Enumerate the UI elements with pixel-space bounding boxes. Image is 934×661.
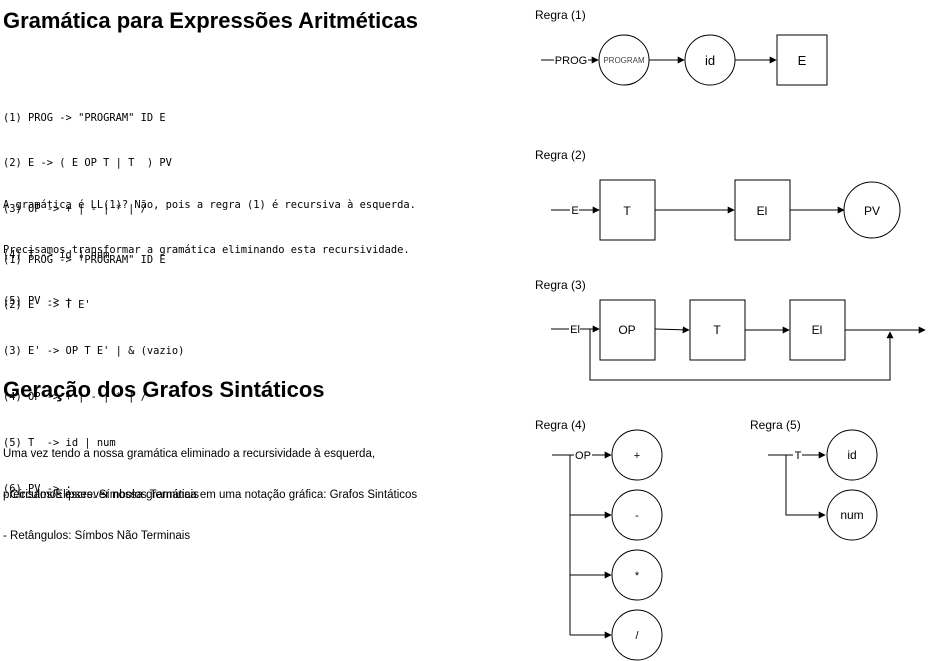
rule-2-label: Regra (2) xyxy=(535,148,586,162)
nonterminal-label: OP xyxy=(618,323,635,337)
nonterminal-el xyxy=(789,299,846,361)
terminal-id xyxy=(826,429,878,481)
rule-5-label: Regra (5) xyxy=(750,418,801,432)
rule-3-graph xyxy=(551,299,926,381)
grammar-line: (1) PROG -> "PROGRAM" ID E xyxy=(3,111,166,124)
nonterminal-label: El xyxy=(757,204,768,218)
note-line: A gramática é LL(1)? Não, pois a regra (… xyxy=(3,198,416,211)
grammar-line: (6) PV -> ; xyxy=(3,483,72,496)
grammar-transformed: (1) PROG -> "PROGRAM" ID E (2) E -> T E'… xyxy=(3,222,184,513)
grammar-line: (3) OP -> + | - | * | / xyxy=(3,203,147,216)
edge xyxy=(654,326,690,334)
terminal-num xyxy=(826,489,878,541)
nonterminal-label: El xyxy=(812,323,823,337)
grammar-line: (4) OP -> + | - | * | / xyxy=(3,391,147,404)
grammar-line: (1) PROG -> "PROGRAM" ID E xyxy=(3,253,166,266)
terminal-label: PROGRAM xyxy=(603,56,645,65)
grammar-line: (2) E -> ( E OP T | T ) PV xyxy=(3,157,172,170)
graphs-legend: - Círculos/Elipses: Símbolos Terminais -… xyxy=(3,462,199,557)
terminal-times xyxy=(611,549,663,601)
rule-1-label: Regra (1) xyxy=(535,8,586,22)
start-label: T xyxy=(795,450,802,462)
rule-3-label: Regra (3) xyxy=(535,278,586,292)
ll1-note: A gramática é LL(1)? Não, pois a regra (… xyxy=(3,167,416,274)
legend-line: - Retângulos: Símbos Não Terminais xyxy=(3,529,191,542)
terminal-label: / xyxy=(635,630,639,642)
start-label: PROG xyxy=(555,55,587,67)
rule-1-graph xyxy=(541,34,828,86)
legend-line: - Círculos/Elipses: Símbolos Terminais xyxy=(3,489,199,501)
nonterminal-t xyxy=(689,299,746,361)
grammar-line: (4) T -> id | num xyxy=(3,249,110,262)
nonterminal-label: T xyxy=(623,204,631,218)
rule-4-graph xyxy=(552,429,663,661)
grammar-line: (5) PV -> ; xyxy=(3,295,72,308)
section-title-grammar: Gramática para Expressões Aritméticas xyxy=(3,8,418,33)
terminal-label: PV xyxy=(864,204,880,218)
terminal-label: id xyxy=(847,448,856,462)
rule-2-graph xyxy=(551,179,901,241)
grammar-original: (1) PROG -> "PROGRAM" ID E (2) E -> ( E … xyxy=(3,80,172,325)
graphs-paragraph: Uma vez tendo a nossa gramática eliminad… xyxy=(3,421,417,516)
grammar-line: (2) E -> T E' xyxy=(3,299,91,312)
paragraph-line: precisamos escrever nossa gramática em u… xyxy=(3,488,418,501)
terminal-label: id xyxy=(705,53,715,68)
edge-empty-bypass xyxy=(589,329,894,381)
nonterminal-label: T xyxy=(713,323,721,337)
paragraph-line: Uma vez tendo a nossa gramática eliminad… xyxy=(3,448,376,460)
start-label: El xyxy=(570,324,580,336)
terminal-label: - xyxy=(635,510,639,522)
rule-5-graph xyxy=(768,429,878,541)
start-label: OP xyxy=(575,450,591,462)
rule-4-label: Regra (4) xyxy=(535,418,586,432)
nonterminal-label: E xyxy=(798,53,807,68)
terminal-divide xyxy=(611,609,663,661)
terminal-label: num xyxy=(840,508,863,522)
nonterminal-el xyxy=(734,179,791,241)
edge-branch xyxy=(785,455,826,519)
terminal-pv xyxy=(843,181,901,239)
terminal-label: + xyxy=(634,450,640,462)
section-title-graphs: Geração dos Grafos Sintáticos xyxy=(3,377,325,402)
terminal-minus xyxy=(611,489,663,541)
note-line: Precisamos transformar a gramática elimi… xyxy=(3,244,410,257)
grammar-line: (5) T -> id | num xyxy=(3,437,116,450)
terminal-label: * xyxy=(635,570,640,582)
nonterminal-e xyxy=(776,34,828,86)
nonterminal-op xyxy=(599,299,656,361)
terminal-plus xyxy=(611,429,663,481)
grammar-line: (3) E' -> OP T E' | & (vazio) xyxy=(3,345,185,358)
start-label: E xyxy=(571,205,578,217)
